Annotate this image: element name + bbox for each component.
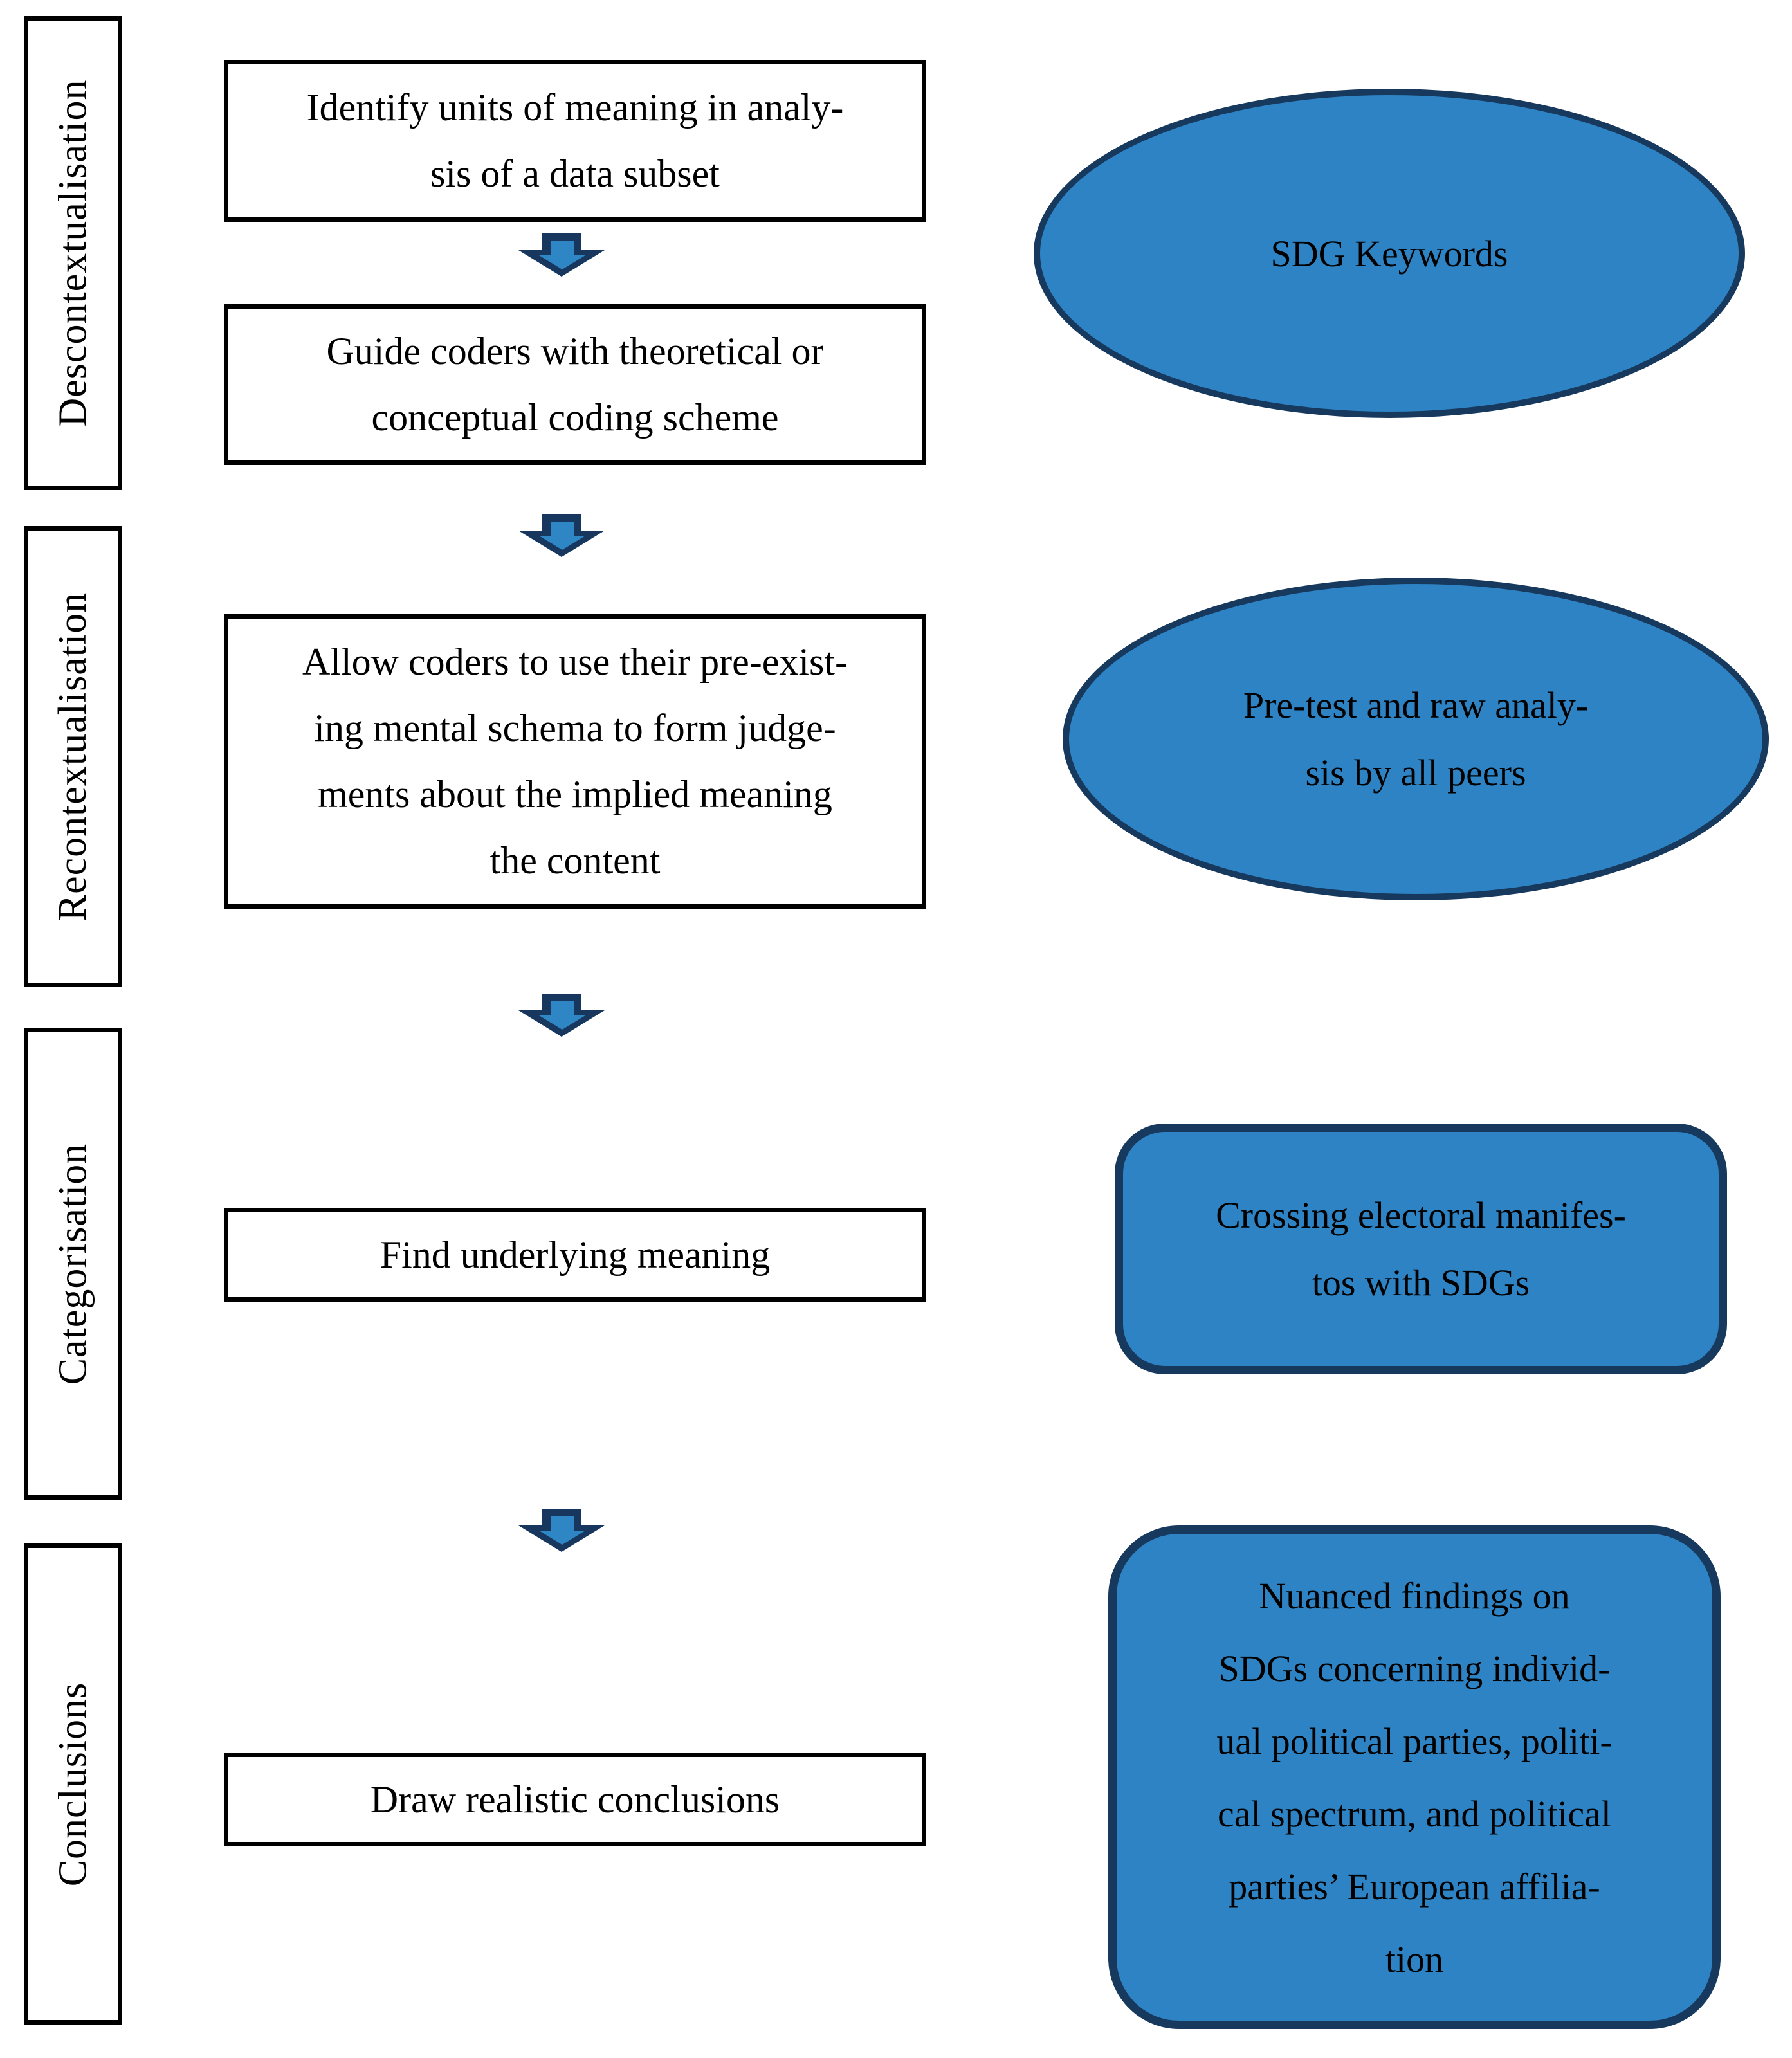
stage-box-categorisation: Categorisation (24, 1028, 122, 1500)
process-box-allow-coders: Allow coders to use their pre-exist- ing… (224, 614, 926, 909)
down-arrow-icon (513, 994, 610, 1037)
output-shape-line: tos with SDGs (1312, 1262, 1530, 1304)
output-ellipse-pretest-analysis: Pre-test and raw analy- sis by all peers (1063, 578, 1769, 900)
output-shape-line: tion (1385, 1938, 1444, 1980)
output-shape-line: cal spectrum, and political (1217, 1792, 1611, 1835)
process-box-line: sis of a data subset (430, 152, 720, 195)
process-box-guide-coders: Guide coders with theoretical or concept… (224, 304, 926, 465)
output-shape-line: SDG Keywords (1270, 232, 1508, 275)
down-arrow-inner (539, 241, 585, 269)
process-box-line: Guide coders with theoretical or (326, 330, 824, 372)
down-arrow-icon (513, 514, 610, 558)
down-arrow-inner (539, 522, 585, 550)
output-shape-line: ual political parties, politi- (1216, 1720, 1613, 1762)
stage-label: Descontextualisation (51, 79, 95, 427)
stage-label: Conclusions (51, 1682, 95, 1886)
output-shape-line: Crossing electoral manifes- (1216, 1194, 1626, 1236)
stage-box-recontextualisation: Recontextualisation (24, 526, 122, 987)
process-box-line: ing mental schema to form judge- (314, 707, 836, 749)
process-box-line: Allow coders to use their pre-exist- (302, 641, 848, 683)
output-rect-crossing-manifestos: Crossing electoral manifes- tos with SDG… (1115, 1124, 1727, 1374)
output-shape-line: sis by all peers (1305, 752, 1526, 794)
process-box-draw-conclusions: Draw realistic conclusions (224, 1753, 926, 1846)
output-shape-line: SDGs concerning individ- (1218, 1647, 1611, 1689)
process-box-identify-units: Identify units of meaning in analy- sis … (224, 60, 926, 222)
down-arrow-inner (539, 1516, 585, 1545)
process-box-line: the content (489, 839, 661, 882)
process-box-line: Identify units of meaning in analy- (306, 86, 844, 129)
down-arrow-icon (513, 1509, 610, 1553)
process-box-line: Find underlying meaning (379, 1233, 771, 1276)
stage-label: Categorisation (51, 1143, 95, 1385)
down-arrow-inner (539, 1001, 585, 1030)
output-ellipse-sdg-keywords: SDG Keywords (1034, 89, 1745, 418)
stage-box-conclusions: Conclusions (24, 1543, 122, 2025)
process-box-line: ments about the implied meaning (318, 773, 832, 815)
process-box-find-meaning: Find underlying meaning (224, 1208, 926, 1302)
process-box-line: conceptual coding scheme (371, 396, 779, 439)
output-shape-line: parties’ European affilia- (1229, 1865, 1600, 1908)
output-rect-nuanced-findings: Nuanced findings on SDGs concerning indi… (1108, 1525, 1721, 2029)
output-shape-line: Pre-test and raw analy- (1243, 684, 1589, 726)
output-shape-line: Nuanced findings on (1259, 1574, 1570, 1617)
process-box-line: Draw realistic conclusions (370, 1778, 780, 1821)
stage-label: Recontextualisation (51, 592, 95, 922)
down-arrow-icon (513, 233, 610, 277)
stage-box-descontextualisation: Descontextualisation (24, 16, 122, 490)
